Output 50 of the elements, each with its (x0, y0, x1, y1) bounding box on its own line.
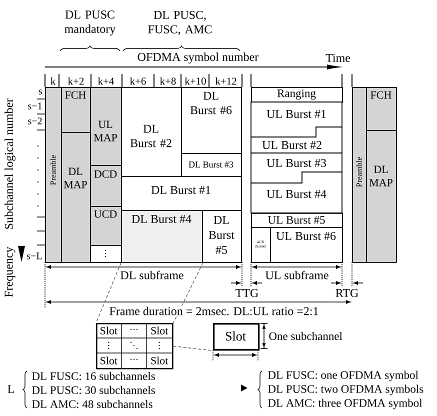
burst-cell: DL Burst #4 (121, 210, 203, 263)
dimension-label: DL subframe (119, 270, 185, 280)
heading-text: DL PUSC, FUSC, AMC (148, 10, 212, 36)
tick-label: k+6 (130, 77, 146, 85)
ellipsis-cell: ⋮ (90, 245, 122, 263)
burst-cell: DL Burst #3 (181, 153, 242, 177)
axis-label: Subchannel logical number (4, 98, 16, 229)
dashed-line (96, 262, 122, 324)
burst-cell: DL Burst #2 (121, 87, 182, 177)
burst-cell: UL Burst #3 (250, 152, 342, 184)
dimension-label: TTG (236, 288, 258, 298)
note-text: DL AMC: three OFDMA symbol (268, 398, 422, 410)
dashed-line (173, 346, 214, 351)
tick-label: s−1 (28, 102, 42, 110)
preamble-column: Preamble (352, 87, 367, 263)
tick-label: s−2 (28, 118, 42, 124)
tick-label: k+10 (184, 77, 206, 85)
control-cell: UL MAP (90, 87, 122, 166)
axis-label: Frequency (4, 246, 16, 297)
variable-label: L (8, 385, 14, 393)
burst-cell: DL Burst #5 (202, 210, 242, 263)
axis-label: OFDMA symbol number (138, 52, 259, 64)
slot-box: Slot (213, 323, 260, 351)
dimension-label: One subchannel (269, 332, 342, 340)
note-text: DL AMC: 48 subchannels (32, 400, 152, 408)
note-text: DL PUSC: 30 subchannels (32, 386, 155, 394)
ranging-cell: Ranging (251, 87, 343, 103)
note-text: DL PUSC: two OFDMA symbols (268, 384, 424, 396)
tick-label: k+8 (160, 77, 176, 85)
burst-cell: UL Burst #2 (250, 126, 342, 154)
control-cell: UCD (90, 206, 122, 246)
tick-label: k+4 (98, 77, 114, 85)
dimension-label: Frame duration = 2msec. DL:UL ratio =2:1 (108, 306, 320, 316)
tick-label: k+2 (68, 77, 84, 85)
dashed-line (173, 262, 204, 324)
note-text: DL FUSC: one OFDMA symbol (268, 370, 418, 382)
tick-label: k+12 (215, 77, 236, 85)
axis-label: Time (326, 54, 350, 62)
slot-grid: Slot ⋯ Slot ⋮ ⋱ ⋮ Slot ⋯ Slot (96, 322, 174, 370)
heading-text: DL PUSC mandatory (64, 10, 116, 36)
burst-cell: UL Burst #5 (251, 213, 343, 228)
control-cell: FCH (61, 87, 91, 133)
control-cell: FCH (366, 87, 397, 131)
tick-label: s (38, 90, 42, 94)
dimension-label: RTG (336, 288, 358, 298)
note-text: DL FUSC: 16 subchannels (32, 372, 155, 380)
control-cell: DCD (90, 165, 122, 207)
tick-label: k (50, 77, 56, 85)
tick-label: s−L (27, 252, 42, 260)
dimension-label: UL subframe (264, 270, 330, 280)
